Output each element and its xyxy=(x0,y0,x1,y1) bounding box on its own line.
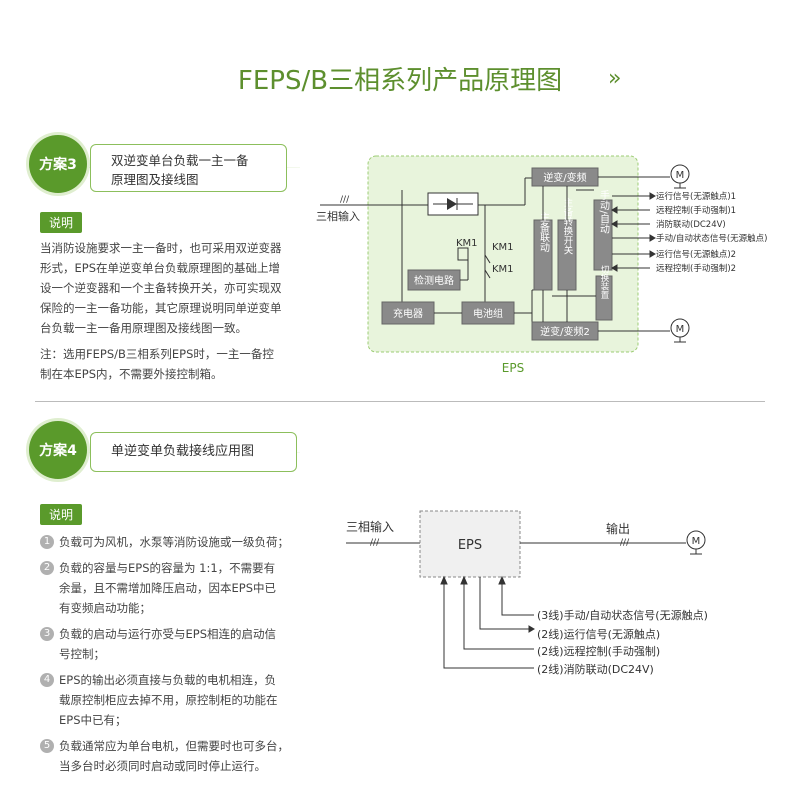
list-item: 4 EPS的输出必须直接与负载的电机相连，负载原控制柜应去掉不用，原控制柜的功能… xyxy=(40,670,315,730)
scheme4-notes: 1 负载可为风机，水泵等消防设施或一级负荷； 2 负载的容量与EPS的容量为 1… xyxy=(40,532,315,776)
main-switch-label: 主备转换开关 xyxy=(562,197,574,256)
motor-label: M xyxy=(692,536,701,547)
scheme3-note-tag: 说明 xyxy=(40,212,83,233)
switch-device-box xyxy=(595,275,613,321)
note-line: 注：选用FEPS/B三相系列EPS时，一主一备控 xyxy=(40,347,274,361)
page-title: FEPS/B三相系列产品原理图 xyxy=(237,66,563,96)
item-number: 4 xyxy=(40,673,54,687)
eps-label: EPS xyxy=(458,538,482,553)
desc-line: 保险的一主一备功能，其它原理说明同单逆变单 xyxy=(40,301,282,315)
eps-box xyxy=(419,510,521,578)
motor2-label: M xyxy=(676,324,685,335)
desc-line: 设一个逆变器和一个主备转换开关，亦可实现双 xyxy=(40,281,282,295)
inverter2-label: 逆变/变频2 xyxy=(540,325,590,338)
eps-caption: EPS xyxy=(502,361,524,375)
slash-mark: /// xyxy=(340,195,350,205)
scheme3-title-line2: 原理图及接线图 xyxy=(111,172,199,187)
diagram-single-inverter: 三相输入 /// EPS 输出 /// M (3线)手动/自动状态信号(无源触点… xyxy=(346,510,708,676)
scheme4-note-tag: 说明 xyxy=(40,504,83,525)
km1-coil xyxy=(457,247,469,261)
scheme3-badge: 方案3 xyxy=(29,135,87,193)
item-number: 1 xyxy=(40,535,54,549)
list-item: 2 负载的容量与EPS的容量为 1:1，不需要有余量，且不需增加降压启动，因本E… xyxy=(40,558,315,618)
scheme4-title-box: 单逆变单负载接线应用图 xyxy=(90,432,297,472)
list-item: 3 负载的启动与运行亦受与EPS相连的启动信号控制； xyxy=(40,624,315,664)
signal-label: 手动/自动状态信号(无源触点) xyxy=(656,233,768,244)
detect-circuit-label: 检测电路 xyxy=(414,274,454,287)
signal-label: 消防联动(DC24V) xyxy=(656,219,726,230)
signal-label: 远程控制(手动强制)1 xyxy=(656,205,736,216)
desc-line: 台负载一主一备用原理图及接线图一致。 xyxy=(40,321,247,335)
inverter1-label: 逆变/变频 xyxy=(543,171,586,184)
scheme4-badge: 方案4 xyxy=(29,421,87,479)
slash-mark: /// xyxy=(620,538,630,548)
diagram-dual-inverter: /// 三相输入 KM1 KM1 KM1 检测电路 充电器 电池组 逆变/变频 … xyxy=(316,155,768,375)
km1-label-b: KM1 xyxy=(492,242,514,253)
manual-auto-box xyxy=(593,199,613,271)
note-line: 制在本EPS内，不需要外接控制箱。 xyxy=(40,367,223,381)
manual-auto-label: 手动/自动 xyxy=(598,189,610,234)
scheme3-title-line1: 双逆变单台负载一主一备 xyxy=(111,153,249,168)
section-divider xyxy=(35,401,765,402)
motor1-label: M xyxy=(676,170,685,181)
item-number: 5 xyxy=(40,739,54,753)
list-item: 5 负载通常应为单台电机，但需要时也可多台，当多台时必须同时启动或同时停止运行。 xyxy=(40,736,315,776)
signal-label: 运行信号(无源触点)2 xyxy=(656,249,736,260)
signal-label: 运行信号(无源触点)1 xyxy=(656,191,736,202)
scheme4-title: 单逆变单负载接线应用图 xyxy=(111,444,255,459)
list-item: 1 负载可为风机，水泵等消防设施或一级负荷； xyxy=(40,532,315,552)
signal-label: (3线)手动/自动状态信号(无源触点) xyxy=(537,608,708,622)
signal-label: 远程控制(手动强制)2 xyxy=(656,263,736,274)
item-number: 2 xyxy=(40,561,54,575)
charger-label: 充电器 xyxy=(393,307,423,320)
chevron-right-icon: » xyxy=(608,66,622,91)
input-label: 三相输入 xyxy=(346,519,394,534)
battery-label: 电池组 xyxy=(473,307,503,320)
slash-mark: /// xyxy=(370,538,380,548)
input-label: 三相输入 xyxy=(316,209,360,223)
desc-line: 形式，EPS在单逆变单台负载原理图的基础上增 xyxy=(40,261,280,275)
signal-label: (2线)消防联动(DC24V) xyxy=(537,662,654,676)
desc-line: 当消防设施要求一主一备时，也可采用双逆变器 xyxy=(40,241,282,255)
km1-label-a: KM1 xyxy=(456,238,478,249)
item-number: 3 xyxy=(40,627,54,641)
scheme3-description: 当消防设施要求一主一备时，也可采用双逆变器 形式，EPS在单逆变单台负载原理图的… xyxy=(40,238,310,384)
signal-label: (2线)运行信号(无源触点) xyxy=(537,627,660,641)
switch-device-label: 切换装置 xyxy=(599,265,609,299)
km1-label-c: KM1 xyxy=(492,264,514,275)
signal-label: (2线)远程控制(手动强制) xyxy=(537,644,660,658)
output-label: 输出 xyxy=(606,521,630,536)
scheme3-title-box: 双逆变单台负载一主一备 原理图及接线图 xyxy=(90,144,287,192)
main-linkage-label: 主备联动 xyxy=(538,212,550,253)
